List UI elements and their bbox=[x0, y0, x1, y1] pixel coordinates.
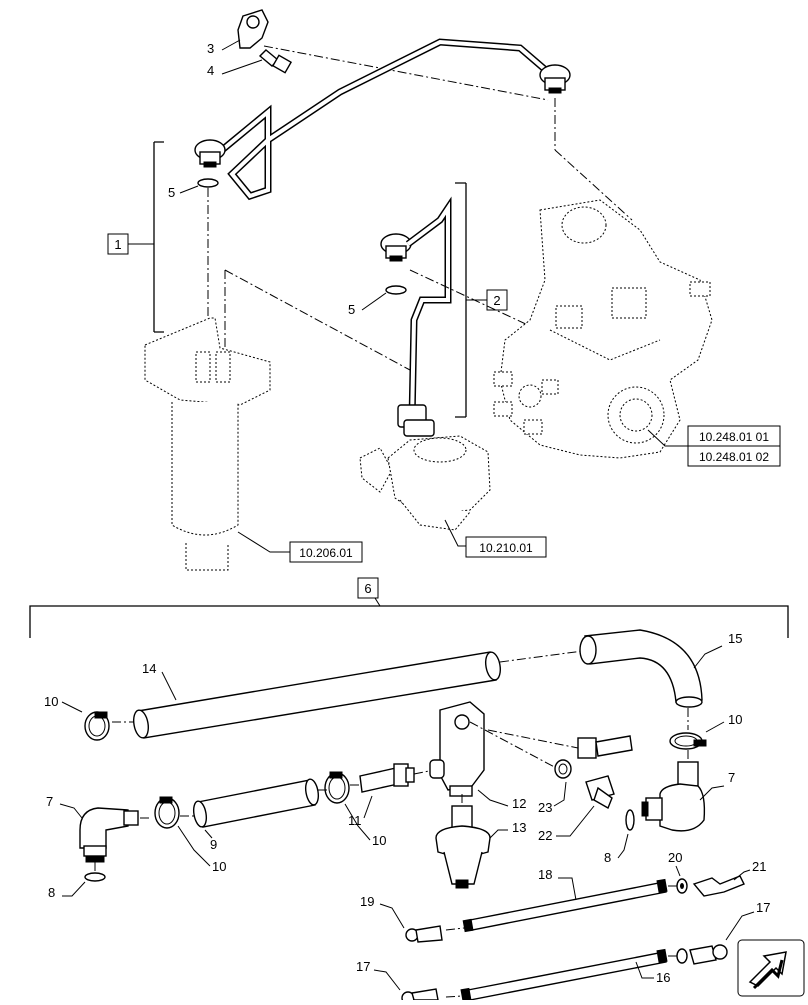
ring-terminal-19[interactable] bbox=[405, 925, 443, 943]
callout-box-6[interactable]: 6 bbox=[357, 577, 379, 599]
callout-4[interactable]: 4 bbox=[207, 63, 214, 78]
hose-clamp-left-upper[interactable] bbox=[84, 711, 110, 741]
mounting-bracket[interactable] bbox=[429, 701, 485, 797]
banjo-fitting-pipe-2[interactable] bbox=[380, 233, 412, 262]
callout-7-left[interactable]: 7 bbox=[46, 794, 53, 809]
callout-11[interactable]: 11 bbox=[348, 813, 362, 828]
reference-pump-2: 10.248.01 02 bbox=[699, 450, 769, 464]
callout-17-right[interactable]: 17 bbox=[756, 900, 770, 915]
o-ring-left[interactable] bbox=[84, 872, 106, 882]
sealing-washer-upper[interactable] bbox=[197, 178, 219, 188]
callout-12[interactable]: 12 bbox=[512, 796, 526, 811]
callout-3[interactable]: 3 bbox=[207, 41, 214, 56]
callout-5-upper[interactable]: 5 bbox=[168, 185, 175, 200]
elbow-hose-15[interactable] bbox=[579, 629, 703, 708]
hose-14[interactable] bbox=[132, 651, 503, 739]
fuel-return-pipe[interactable] bbox=[219, 38, 551, 201]
flat-connector[interactable] bbox=[692, 875, 745, 897]
callout-8-left[interactable]: 8 bbox=[48, 885, 55, 900]
fuel-filter[interactable] bbox=[144, 317, 271, 571]
reference-lift-pump: 10.210.01 bbox=[479, 541, 533, 555]
adapter-fitting[interactable] bbox=[577, 735, 633, 759]
callout-15[interactable]: 15 bbox=[728, 631, 742, 646]
group-bracket-6 bbox=[29, 605, 789, 638]
cable-18[interactable] bbox=[462, 878, 668, 933]
hose-9[interactable] bbox=[192, 778, 320, 828]
callout-2: 2 bbox=[493, 293, 500, 308]
ref-box-injection-pump[interactable]: 10.248.01 01 10.248.01 02 bbox=[687, 425, 781, 467]
callout-box-2[interactable]: 2 bbox=[486, 289, 508, 311]
ref-box-lift-pump[interactable]: 10.210.01 bbox=[465, 536, 547, 558]
arrow-nav-icon[interactable] bbox=[737, 939, 805, 997]
o-ring-right[interactable] bbox=[625, 809, 635, 831]
callout-10-upper-right[interactable]: 10 bbox=[728, 712, 742, 727]
reference-pump-1: 10.248.01 01 bbox=[699, 430, 769, 444]
terminal-sleeve[interactable] bbox=[676, 878, 688, 894]
elbow-fitting-right[interactable] bbox=[641, 761, 706, 832]
banjo-fitting-pump[interactable] bbox=[539, 64, 571, 94]
callout-13[interactable]: 13 bbox=[512, 820, 526, 835]
lift-pump[interactable] bbox=[359, 435, 491, 531]
callout-10-lower-left[interactable]: 10 bbox=[212, 859, 226, 874]
callout-6: 6 bbox=[364, 581, 371, 596]
fuel-pipe-2[interactable] bbox=[405, 196, 452, 421]
callout-10-middle[interactable]: 10 bbox=[372, 833, 386, 848]
ref-box-filter[interactable]: 10.206.01 bbox=[289, 541, 363, 563]
banjo-fitting-filter[interactable] bbox=[194, 139, 226, 168]
callout-9[interactable]: 9 bbox=[210, 837, 217, 852]
callout-16[interactable]: 16 bbox=[656, 970, 670, 985]
banjo-bolt[interactable] bbox=[585, 775, 615, 810]
callout-1: 1 bbox=[114, 237, 121, 252]
injection-pump[interactable] bbox=[493, 199, 713, 459]
hose-clamp-right-upper[interactable] bbox=[669, 732, 707, 750]
hose-clamp-left-lower[interactable] bbox=[154, 796, 180, 829]
ring-terminal-17-right[interactable] bbox=[676, 944, 728, 965]
callout-23[interactable]: 23 bbox=[538, 800, 552, 815]
callout-20[interactable]: 20 bbox=[668, 850, 682, 865]
callout-19[interactable]: 19 bbox=[360, 894, 374, 909]
callout-17-left[interactable]: 17 bbox=[356, 959, 370, 974]
callout-5-lower[interactable]: 5 bbox=[348, 302, 355, 317]
hose-nipple[interactable] bbox=[359, 763, 415, 793]
elbow-fitting-left[interactable] bbox=[79, 807, 139, 863]
callout-10-upper-left[interactable]: 10 bbox=[44, 694, 58, 709]
callout-18[interactable]: 18 bbox=[538, 867, 552, 882]
sealing-washer-lower[interactable] bbox=[385, 285, 407, 295]
callout-21[interactable]: 21 bbox=[752, 859, 766, 874]
pipe-clip[interactable] bbox=[237, 9, 269, 49]
callout-box-1[interactable]: 1 bbox=[107, 233, 129, 255]
clip-bolt[interactable] bbox=[258, 49, 293, 74]
pressure-switch[interactable] bbox=[435, 805, 491, 889]
pipe-connector[interactable] bbox=[397, 404, 435, 437]
hose-clamp-middle[interactable] bbox=[324, 771, 350, 804]
callout-22[interactable]: 22 bbox=[538, 828, 552, 843]
reference-filter: 10.206.01 bbox=[299, 546, 353, 560]
callout-8-right[interactable]: 8 bbox=[604, 850, 611, 865]
ring-terminal-17-left[interactable] bbox=[401, 988, 439, 1005]
callout-7-right[interactable]: 7 bbox=[728, 770, 735, 785]
cable-16[interactable] bbox=[460, 948, 668, 1002]
callout-14[interactable]: 14 bbox=[142, 661, 156, 676]
